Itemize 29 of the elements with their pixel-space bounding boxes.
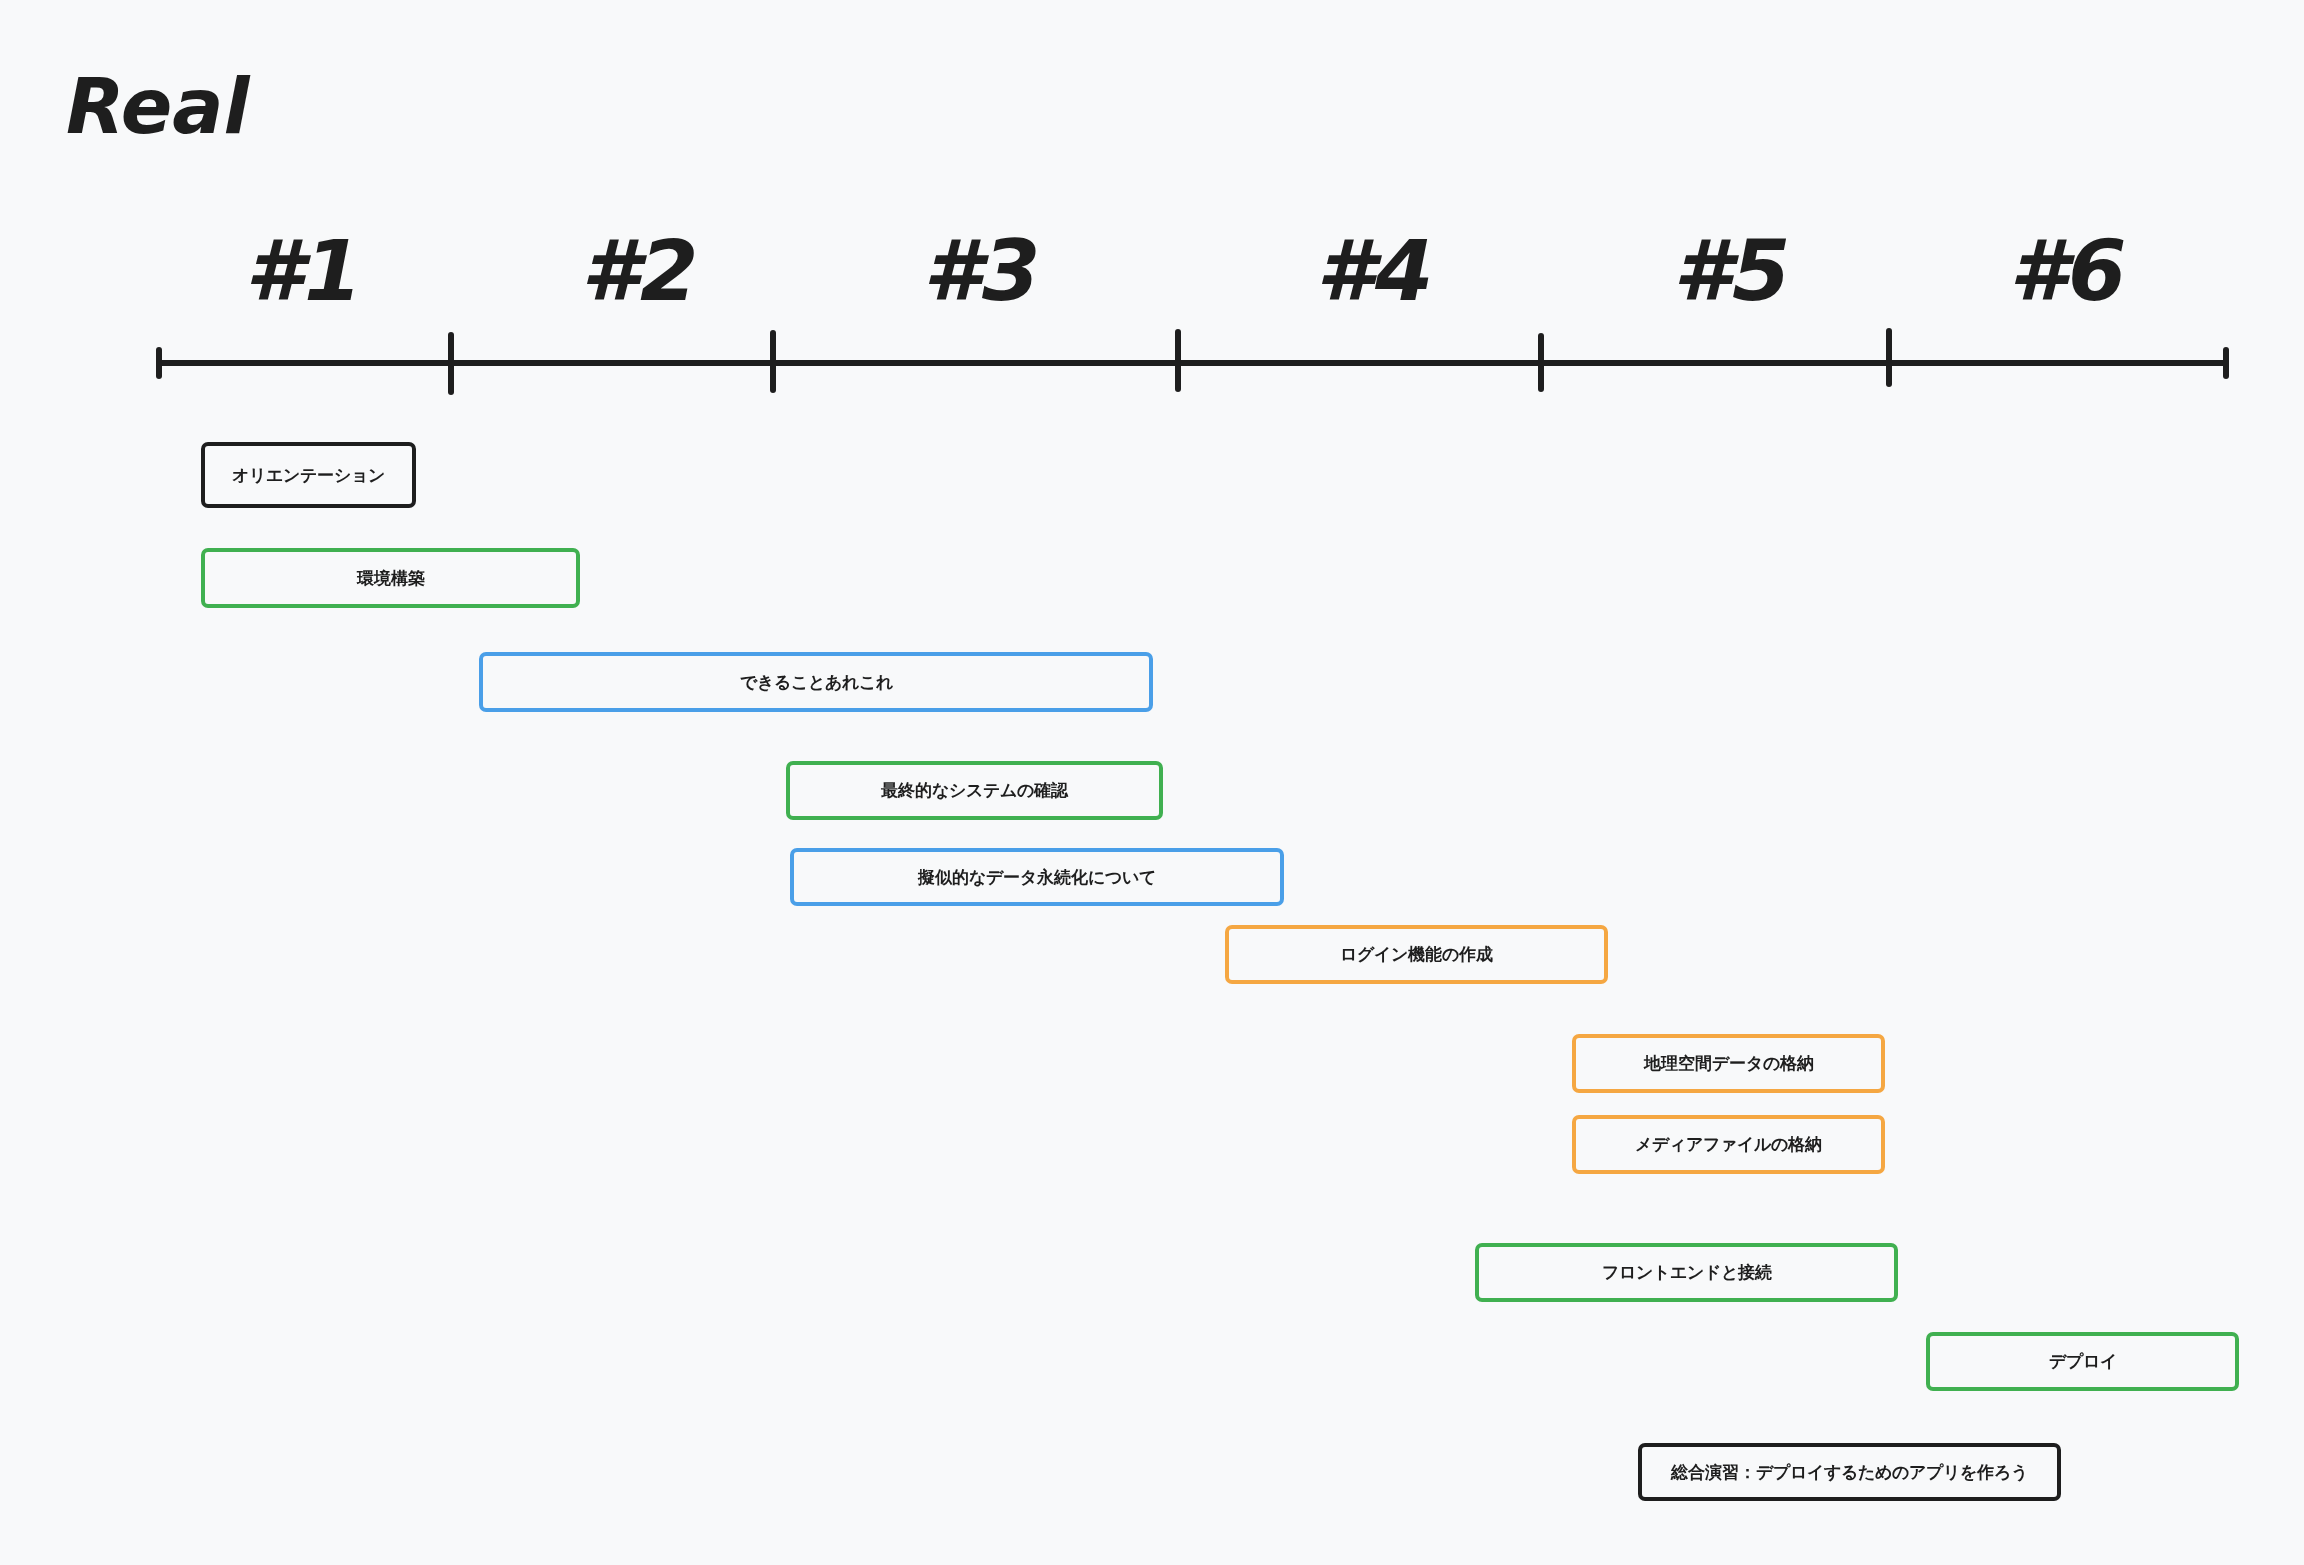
task-label: 環境構築 bbox=[356, 566, 425, 590]
task-bar bbox=[479, 652, 1153, 712]
session-number: #3 bbox=[923, 222, 1041, 320]
session-number: #2 bbox=[581, 222, 699, 320]
task-label: 擬似的なデータ永続化について bbox=[918, 865, 1156, 889]
session-number: #5 bbox=[1673, 222, 1791, 320]
task-bar bbox=[1475, 1243, 1898, 1302]
task-bar bbox=[790, 848, 1284, 906]
task-label: 総合演習：デプロイするためのアプリを作ろう bbox=[1671, 1460, 2028, 1484]
title: Real bbox=[66, 62, 250, 151]
session-number: #4 bbox=[1316, 222, 1434, 320]
task-bar bbox=[1926, 1332, 2239, 1391]
task-label: できることあれこれ bbox=[739, 670, 893, 694]
task-label: 最終的なシステムの確認 bbox=[881, 779, 1068, 802]
task-bar bbox=[1572, 1115, 1885, 1174]
task-bar bbox=[201, 442, 416, 508]
task-bar bbox=[201, 548, 580, 608]
task-label: オリエンテーション bbox=[232, 463, 385, 487]
task-label: メディアファイルの格納 bbox=[1635, 1133, 1822, 1156]
task-bar bbox=[1225, 925, 1608, 984]
task-bar bbox=[1572, 1034, 1885, 1093]
task-label: デプロイ bbox=[2048, 1350, 2117, 1373]
task-label: ログイン機能の作成 bbox=[1340, 943, 1493, 966]
session-number: #6 bbox=[2009, 222, 2127, 320]
session-number: #1 bbox=[245, 222, 363, 320]
task-label: フロントエンドと接続 bbox=[1601, 1261, 1772, 1284]
task-bar bbox=[786, 761, 1163, 820]
task-bar bbox=[1638, 1443, 2061, 1501]
task-label: 地理空間データの格納 bbox=[1643, 1052, 1814, 1075]
